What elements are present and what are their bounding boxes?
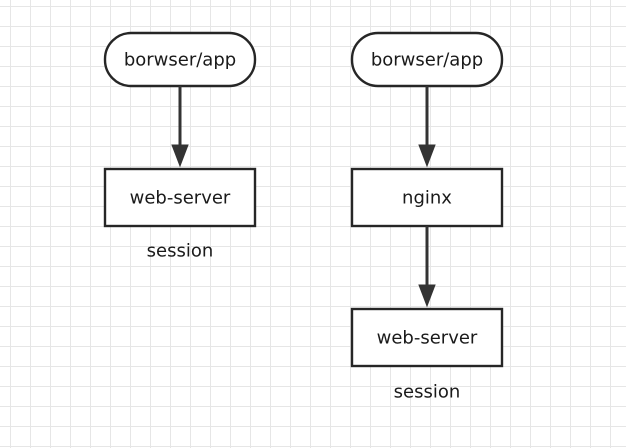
right-session-label: session: [394, 382, 461, 403]
left-server-node[interactable]: web-server: [103, 167, 257, 228]
right-arrow-proxy-to-server: [418, 226, 436, 308]
right-proxy-node[interactable]: nginx: [350, 167, 504, 228]
right-server-label: web-server: [377, 328, 478, 349]
right-server-node[interactable]: web-server: [350, 307, 504, 368]
right-flow: borwser/app nginx web-server session: [350, 31, 504, 403]
right-client-label: borwser/app: [371, 50, 483, 71]
right-client-node[interactable]: borwser/app: [350, 31, 504, 88]
left-server-label: web-server: [130, 188, 231, 209]
left-flow: borwser/app web-server session: [103, 31, 257, 262]
left-client-node[interactable]: borwser/app: [103, 31, 257, 88]
right-arrow-client-to-proxy: [418, 86, 436, 168]
left-session-label: session: [147, 241, 214, 262]
left-arrow-client-to-server: [171, 86, 189, 168]
left-client-label: borwser/app: [124, 50, 236, 71]
right-proxy-label: nginx: [402, 188, 452, 209]
